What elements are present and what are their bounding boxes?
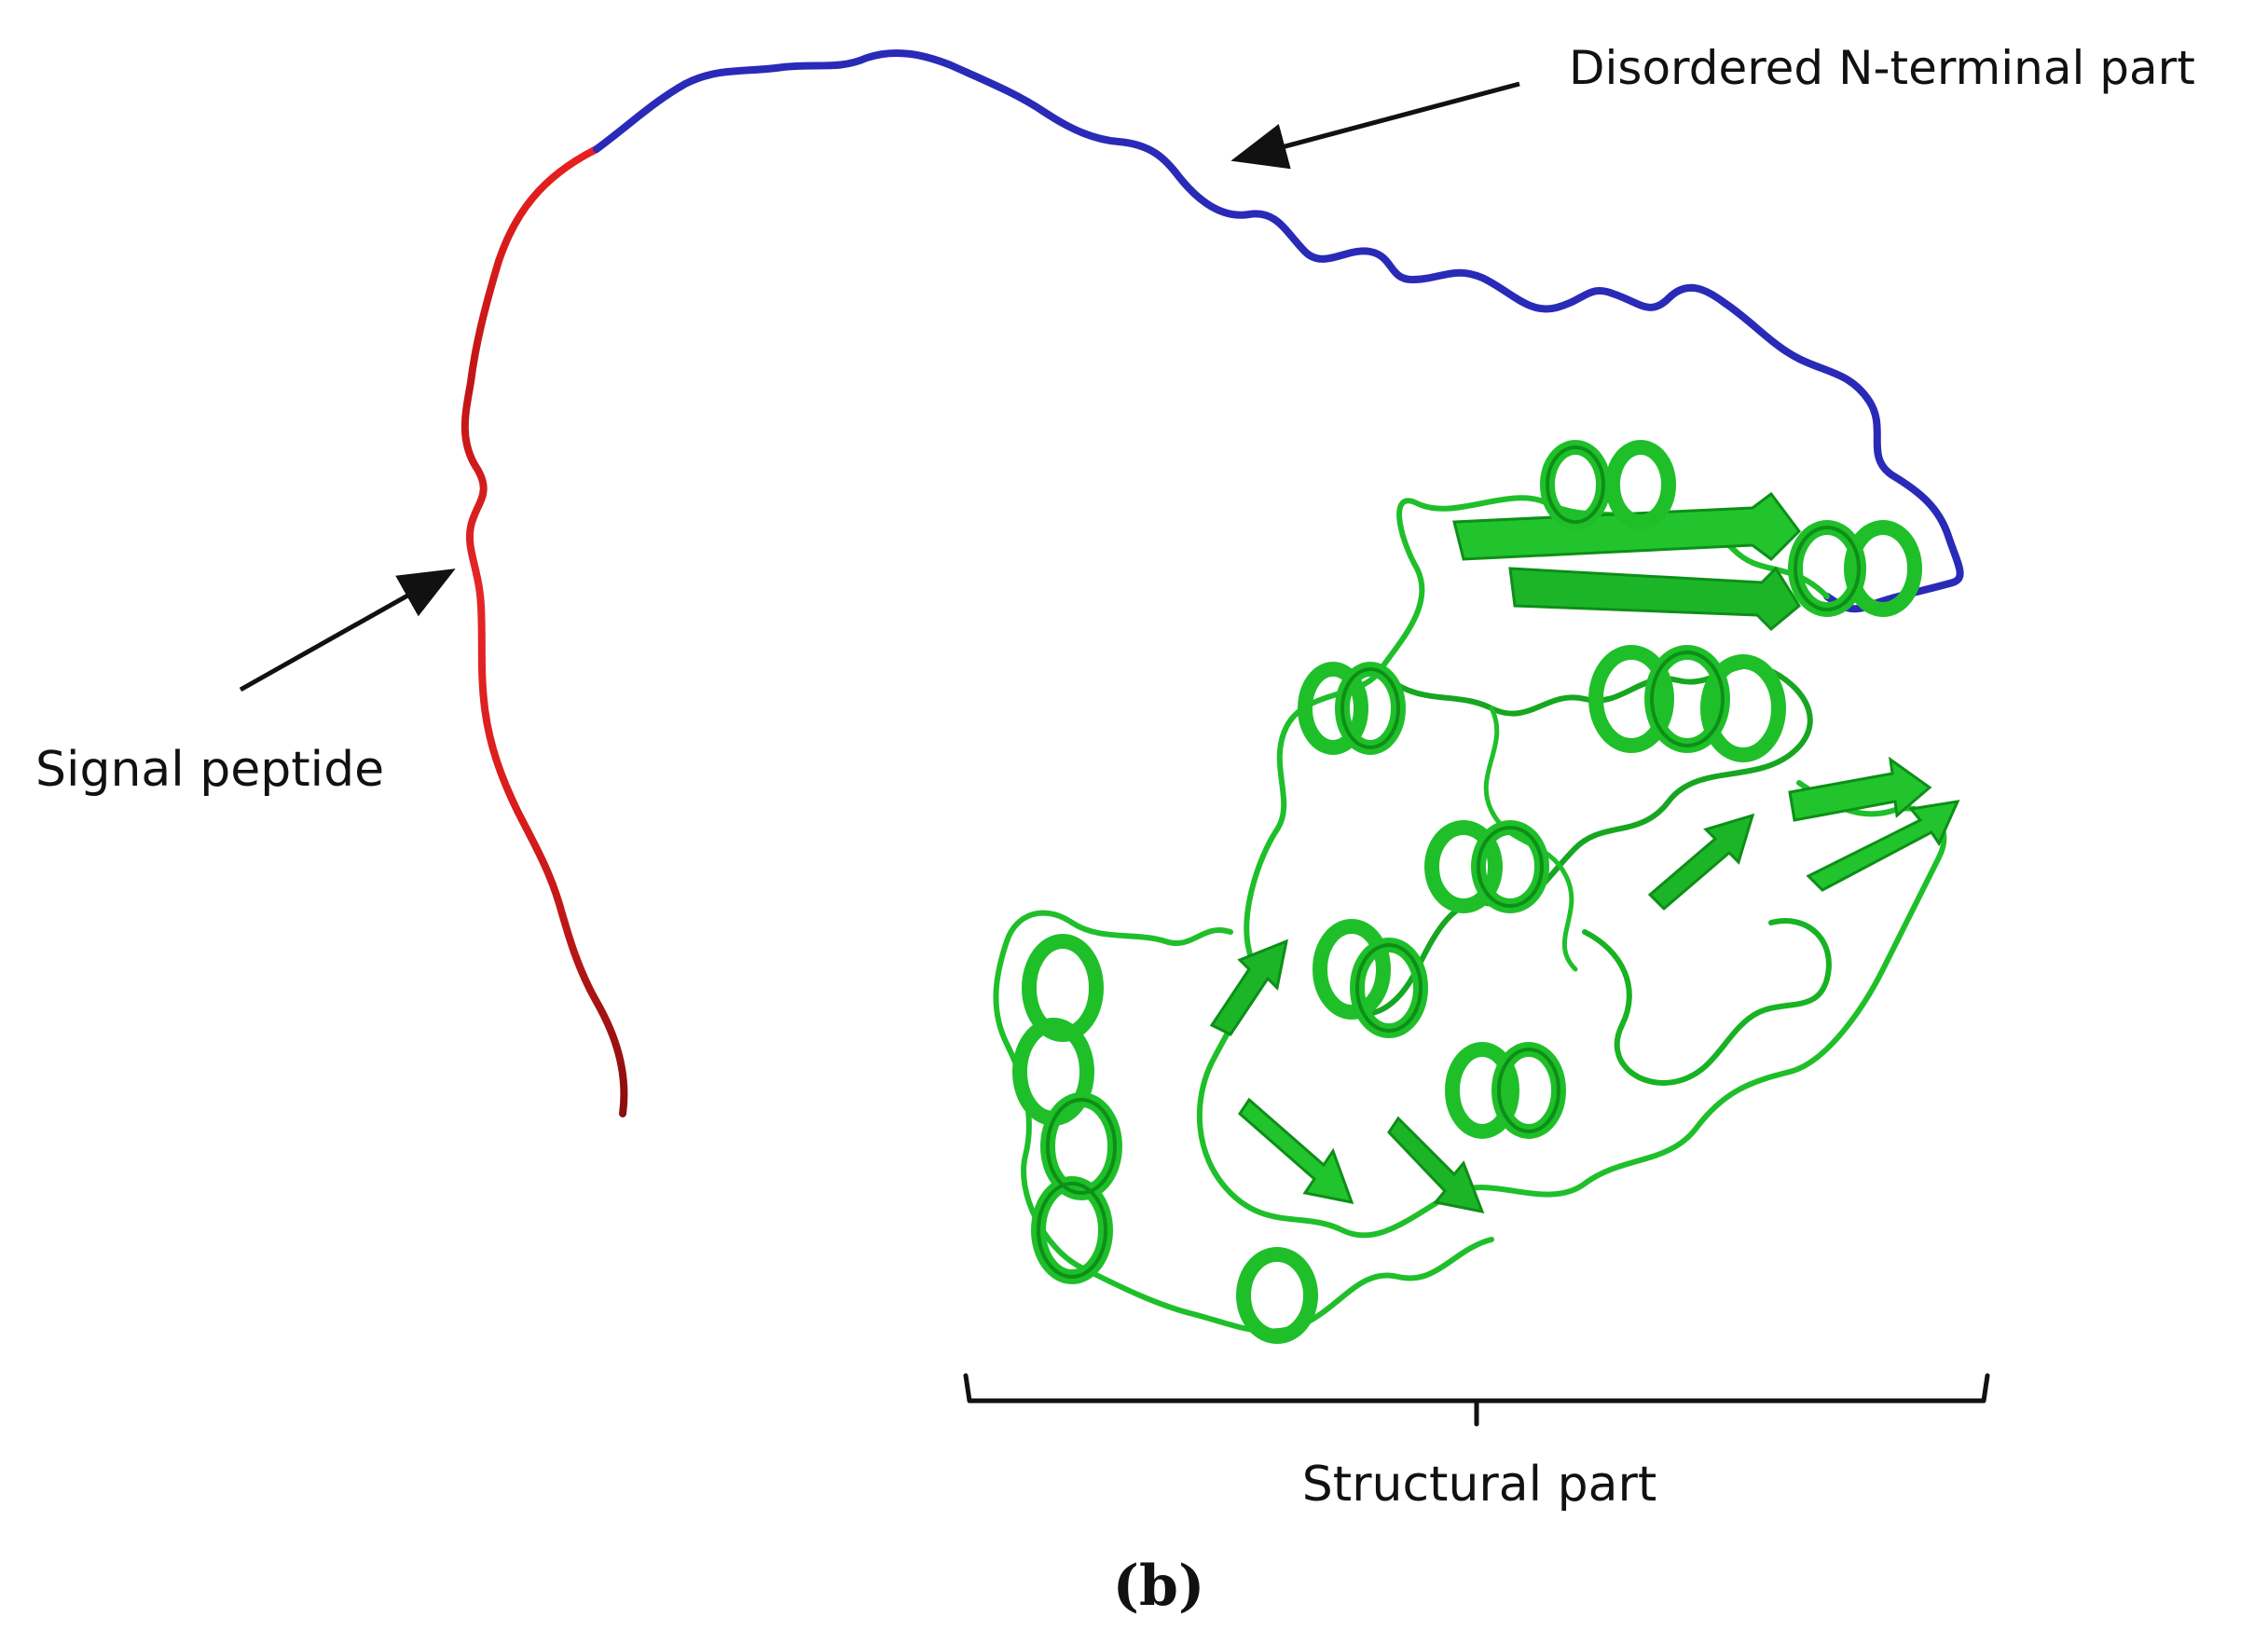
- disordered-arrow: [1230, 81, 1520, 170]
- structural-domain: [993, 440, 1960, 1344]
- signal-arrow: [239, 569, 456, 692]
- signal-label: Signal peptide: [35, 742, 384, 798]
- disordered-n-terminal-chain: [593, 49, 1964, 613]
- signal-peptide-chain: [460, 145, 628, 1117]
- structural-bracket: [963, 1373, 1990, 1427]
- disordered-label: Disordered N-terminal part: [1569, 41, 2195, 95]
- panel-label: (b): [1113, 1554, 1205, 1619]
- structural-label: Structural part: [1302, 1457, 1657, 1513]
